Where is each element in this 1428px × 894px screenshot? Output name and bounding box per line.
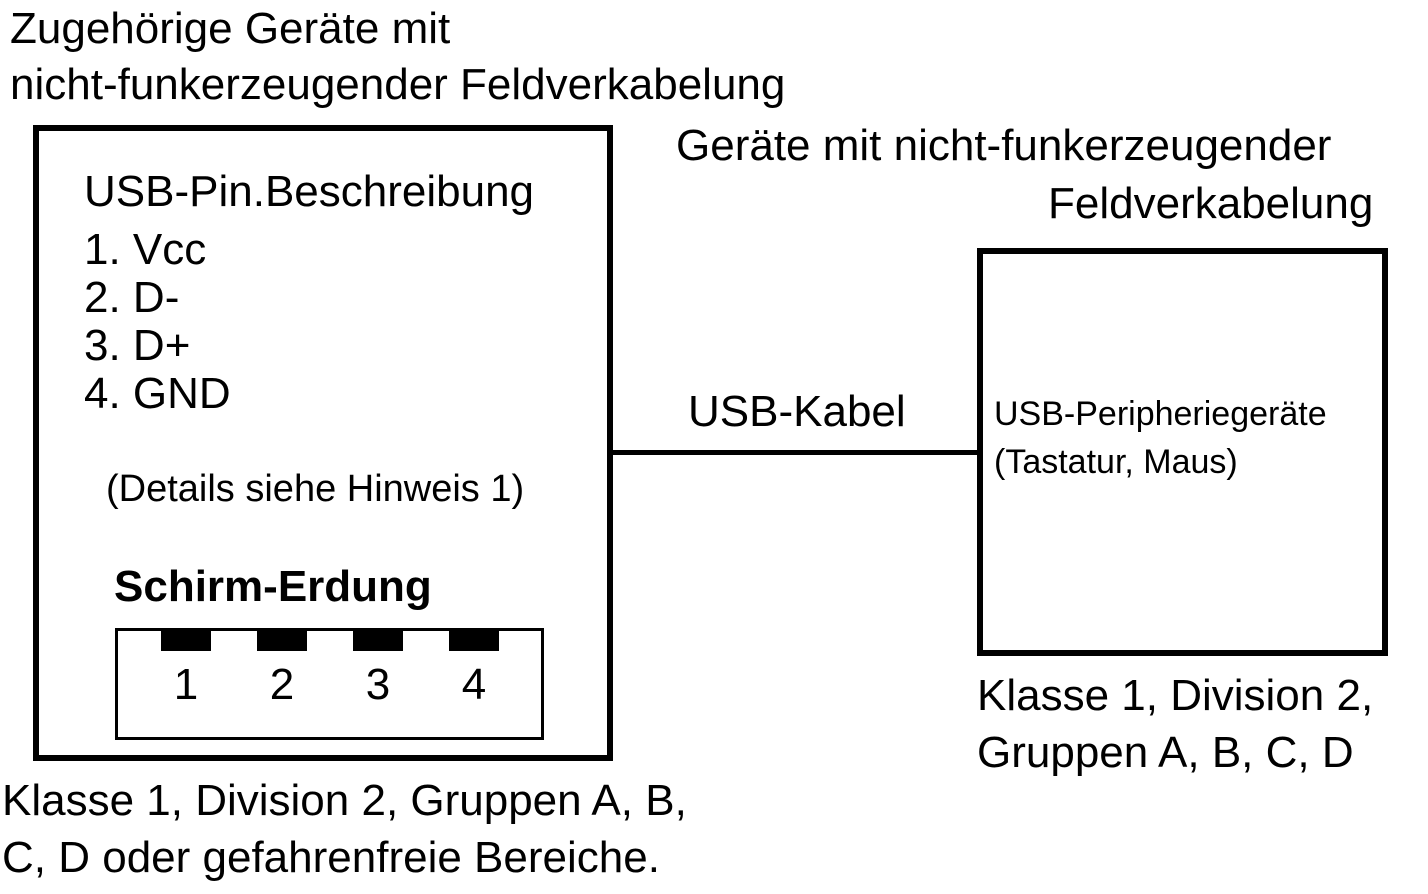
connector-pin-number-2: 2	[269, 660, 295, 709]
pin-item-4: 4. GND	[84, 369, 231, 418]
connector-pin-number-4: 4	[461, 660, 487, 709]
peripheral-classification-line2: Gruppen A, B, C, D	[977, 728, 1354, 777]
connector-pin-number-3: 3	[365, 660, 391, 709]
connector-pin-tab-2	[257, 631, 307, 651]
pin-item-1: 1. Vcc	[84, 225, 207, 274]
pin-item-2: 2. D-	[84, 273, 180, 322]
associated-classification-line1: Klasse 1, Division 2, Gruppen A, B,	[2, 776, 687, 825]
peripheral-title-line1: Geräte mit nicht-funkerzeugender	[676, 121, 1332, 170]
associated-classification-line2: C, D oder gefahrenfreie Bereiche.	[2, 833, 660, 882]
connector-pin-tab-3	[353, 631, 403, 651]
connector-pin-tab-1	[161, 631, 211, 651]
peripheral-title-line2: Feldverkabelung	[1048, 179, 1374, 228]
peripheral-device-line2: (Tastatur, Maus)	[994, 443, 1238, 481]
shield-ground-label: Schirm-Erdung	[114, 562, 432, 611]
associated-device-box	[33, 125, 613, 761]
details-note: (Details siehe Hinweis 1)	[106, 468, 525, 510]
peripheral-device-line1: USB-Peripheriegeräte	[994, 395, 1327, 433]
peripheral-classification-line1: Klasse 1, Division 2,	[977, 671, 1374, 720]
usb-connector	[115, 628, 544, 740]
connector-pin-number-1: 1	[173, 660, 199, 709]
pin-description-heading: USB-Pin.Beschreibung	[84, 167, 535, 216]
peripheral-device-box	[977, 248, 1388, 656]
usb-cable-label: USB-Kabel	[688, 387, 906, 436]
pin-item-3: 3. D+	[84, 321, 191, 370]
associated-title-line1: Zugehörige Geräte mit	[10, 4, 451, 53]
associated-title-line2: nicht-funkerzeugender Feldverkabelung	[10, 60, 786, 109]
usb-cable-line	[613, 450, 981, 455]
connector-pin-tab-4	[449, 631, 499, 651]
